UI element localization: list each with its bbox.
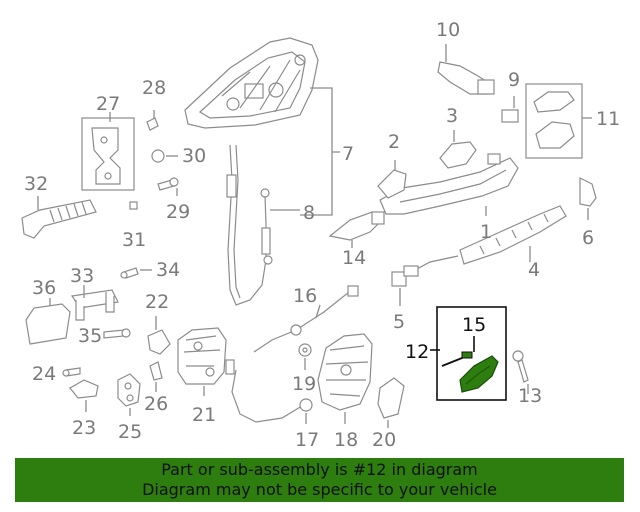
bolt-part bbox=[146, 110, 159, 131]
fastener-part-17 bbox=[299, 398, 313, 424]
callout-28: 28 bbox=[142, 77, 166, 99]
callout-36: 36 bbox=[32, 277, 56, 299]
info-banner: Part or sub-assembly is #12 in diagram D… bbox=[15, 458, 624, 502]
callout-25: 25 bbox=[118, 421, 142, 443]
reinforcement-part bbox=[459, 205, 567, 265]
callout-26: 26 bbox=[144, 393, 168, 415]
bracket-part-25 bbox=[117, 373, 141, 416]
callout-22: 22 bbox=[145, 291, 169, 313]
connector-part bbox=[391, 255, 459, 306]
panel-part bbox=[317, 333, 373, 424]
handle-cap-part bbox=[377, 160, 407, 199]
screw-part-26 bbox=[149, 361, 163, 392]
callout-21: 21 bbox=[192, 404, 216, 426]
callout-24: 24 bbox=[32, 363, 56, 385]
callout-5: 5 bbox=[393, 311, 405, 333]
callout-2: 2 bbox=[388, 131, 400, 153]
latch-part bbox=[147, 316, 171, 355]
callout-15: 15 bbox=[462, 314, 486, 336]
callout-3: 3 bbox=[446, 105, 458, 127]
callout-13: 13 bbox=[518, 385, 542, 407]
mounting-bracket-part bbox=[70, 285, 119, 321]
banner-line-1: Part or sub-assembly is #12 in diagram bbox=[161, 460, 478, 479]
handle-cover-part bbox=[525, 83, 592, 159]
banner-line-2: Diagram may not be specific to your vehi… bbox=[142, 480, 497, 499]
callout-27: 27 bbox=[96, 93, 120, 115]
callout-35: 35 bbox=[78, 325, 102, 347]
callout-17: 17 bbox=[295, 429, 319, 451]
callout-4: 4 bbox=[528, 259, 540, 281]
nut-part bbox=[151, 149, 178, 163]
highlighted-part-12 bbox=[430, 306, 507, 401]
clip-part bbox=[129, 201, 138, 210]
clip-part-23 bbox=[69, 379, 99, 412]
lock-cylinder-part bbox=[437, 44, 495, 95]
clip-part-9 bbox=[501, 96, 519, 123]
callout-6: 6 bbox=[582, 227, 594, 249]
callout-34: 34 bbox=[156, 259, 180, 281]
callout-10: 10 bbox=[436, 19, 460, 41]
callout-31: 31 bbox=[122, 229, 146, 251]
callout-14: 14 bbox=[342, 247, 366, 269]
callout-1: 1 bbox=[480, 221, 492, 243]
callout-29: 29 bbox=[166, 201, 190, 223]
callout-9: 9 bbox=[508, 69, 520, 91]
door-lock-part bbox=[177, 327, 227, 396]
callout-11: 11 bbox=[596, 108, 620, 130]
seal-part bbox=[439, 130, 477, 169]
screw-part-24 bbox=[62, 367, 81, 377]
callout-33: 33 bbox=[70, 265, 94, 287]
callout-20: 20 bbox=[372, 429, 396, 451]
callout-19: 19 bbox=[292, 373, 316, 395]
door-frame-part bbox=[184, 37, 319, 129]
callout-32: 32 bbox=[24, 173, 48, 195]
bracket-part bbox=[81, 117, 135, 191]
screw-part-34 bbox=[120, 267, 152, 279]
callout-16: 16 bbox=[293, 285, 317, 307]
outer-handle-part bbox=[379, 153, 519, 216]
check-strap-part bbox=[21, 196, 97, 239]
callout-18: 18 bbox=[334, 429, 358, 451]
callout-23: 23 bbox=[72, 417, 96, 439]
cover-part bbox=[25, 298, 71, 345]
callout-8: 8 bbox=[303, 202, 315, 224]
grommet-part bbox=[298, 343, 312, 370]
bolt-part-35 bbox=[103, 328, 131, 339]
callout-7: 7 bbox=[342, 143, 354, 165]
callout-12: 12 bbox=[405, 341, 429, 363]
bracket-part-6 bbox=[579, 177, 597, 220]
actuator-part bbox=[377, 377, 405, 428]
cable-part bbox=[226, 144, 273, 306]
screw-part bbox=[157, 177, 179, 196]
screw-part-13 bbox=[512, 350, 529, 394]
bracket-part-14 bbox=[328, 211, 385, 248]
callout-30: 30 bbox=[182, 145, 206, 167]
rod-part bbox=[225, 285, 359, 423]
